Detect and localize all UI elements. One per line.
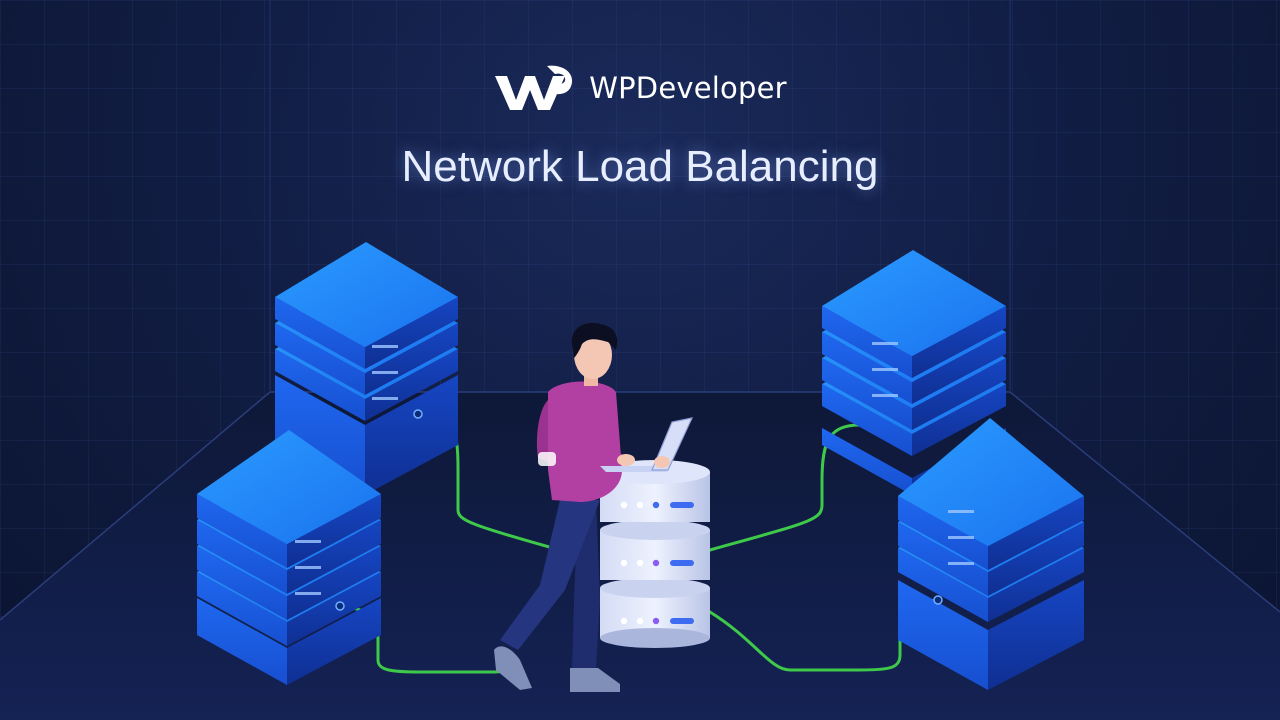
database-stack-icon: [600, 460, 710, 648]
wpdeveloper-logo-icon: [495, 65, 573, 110]
db-indicator-lights: [620, 501, 694, 625]
server-rack-top-right: [822, 250, 1006, 495]
server-rack-bottom-right: [898, 418, 1084, 690]
server-rack-bottom-left: [197, 430, 381, 685]
server-unit: [197, 430, 381, 568]
page-title: Network Load Balancing: [401, 142, 879, 191]
server-unit: [275, 242, 458, 369]
brand-header: WPDeveloper: [0, 62, 1280, 114]
person-with-laptop: [494, 322, 694, 692]
brand-name: WPDeveloper: [589, 71, 787, 105]
server-unit: [822, 250, 1006, 378]
cable-top-right: [708, 423, 862, 552]
server-unit: [898, 418, 1084, 570]
server-rack-top-left: [275, 242, 458, 495]
